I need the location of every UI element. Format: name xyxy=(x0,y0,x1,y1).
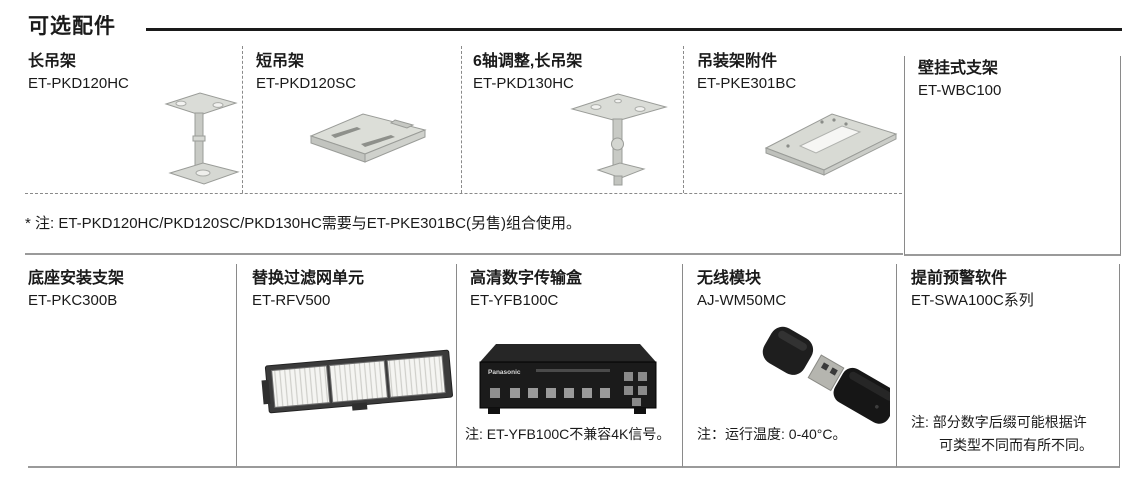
accessory-cell-wbc100: 壁挂式支架 ET-WBC100 xyxy=(904,56,1121,256)
product-model: ET-RFV500 xyxy=(252,292,331,309)
accessory-cell-pkd120hc: 长吊架 ET-PKD120HC xyxy=(0,46,243,193)
page-title: 可选配件 xyxy=(28,15,116,38)
ceiling-mount-long-image xyxy=(148,84,248,194)
digital-interface-box-image: Panasonic xyxy=(466,334,668,426)
product-model: ET-SWA100C系列 xyxy=(911,292,1034,309)
combination-note: * 注: ET-PKD120HC/PKD120SC/PKD130HC需要与ET-… xyxy=(25,215,581,232)
accessory-cell-pkc300b: 底座安装支架 ET-PKC300B xyxy=(0,264,237,468)
product-name: 高清数字传输盒 xyxy=(470,270,583,287)
product-name: 底座安装支架 xyxy=(28,270,125,287)
accessory-cell-yfb100c: 高清数字传输盒 ET-YFB100C 注: ET-YFB100C不兼容4K信号。 xyxy=(457,264,683,468)
accessory-cell-pkd120sc: 短吊架 ET-PKD120SC xyxy=(243,46,462,193)
product-note-line2: 可类型不同而有所不同。 xyxy=(939,437,1093,453)
product-name: 替换过滤网单元 xyxy=(252,270,365,287)
product-name: 长吊架 xyxy=(28,53,77,70)
product-model: ET-PKC300B xyxy=(28,292,118,309)
product-name: 6轴调整,长吊架 xyxy=(473,53,583,70)
accessory-cell-pkd130hc: 6轴调整,长吊架 ET-PKD130HC xyxy=(462,46,684,193)
accessory-cell-wm50mc: 无线模块 AJ-WM50MC 注：运行温度: 0-40°C。 xyxy=(683,264,897,468)
bottom-cell1-underline xyxy=(28,466,237,468)
product-model: ET-PKD120SC xyxy=(256,75,357,92)
product-name: 壁挂式支架 xyxy=(918,60,999,77)
product-name: 无线模块 xyxy=(697,270,762,287)
product-name: 吊装架附件 xyxy=(697,53,778,70)
ceiling-mount-6axis-image xyxy=(552,86,682,194)
product-model: ET-PKE301BC xyxy=(697,75,797,92)
accessory-cell-swa100c: 提前预警软件 ET-SWA100C系列 注: 部分数字后缀可能根据许 可类型不同… xyxy=(897,264,1120,468)
product-model: ET-YFB100C xyxy=(470,292,559,309)
product-note: 注：运行温度: 0-40°C。 xyxy=(697,426,847,442)
product-model: ET-WBC100 xyxy=(918,82,1002,99)
accessory-cell-rfv500: 替换过滤网单元 ET-RFV500 xyxy=(237,264,457,468)
product-name: 提前预警软件 xyxy=(911,270,1008,287)
accessory-cell-pke301bc: 吊装架附件 ET-PKE301BC xyxy=(684,46,904,193)
top-section-underline xyxy=(25,253,903,255)
product-note-line1: 注: 部分数字后缀可能根据许 xyxy=(911,414,1087,430)
dashed-divider xyxy=(25,193,902,194)
product-note: 注: ET-YFB100C不兼容4K信号。 xyxy=(465,426,671,442)
svg-text:Panasonic: Panasonic xyxy=(488,369,521,376)
filter-unit-image xyxy=(260,342,458,422)
product-model: ET-PKD120HC xyxy=(28,75,129,92)
product-model: ET-PKD130HC xyxy=(473,75,574,92)
product-model: AJ-WM50MC xyxy=(697,292,787,309)
mount-base-plate-image xyxy=(760,106,902,180)
usb-wireless-module-image xyxy=(760,318,899,436)
title-rule-divider xyxy=(146,28,1122,31)
product-name: 短吊架 xyxy=(256,53,305,70)
ceiling-mount-short-image xyxy=(303,106,433,170)
